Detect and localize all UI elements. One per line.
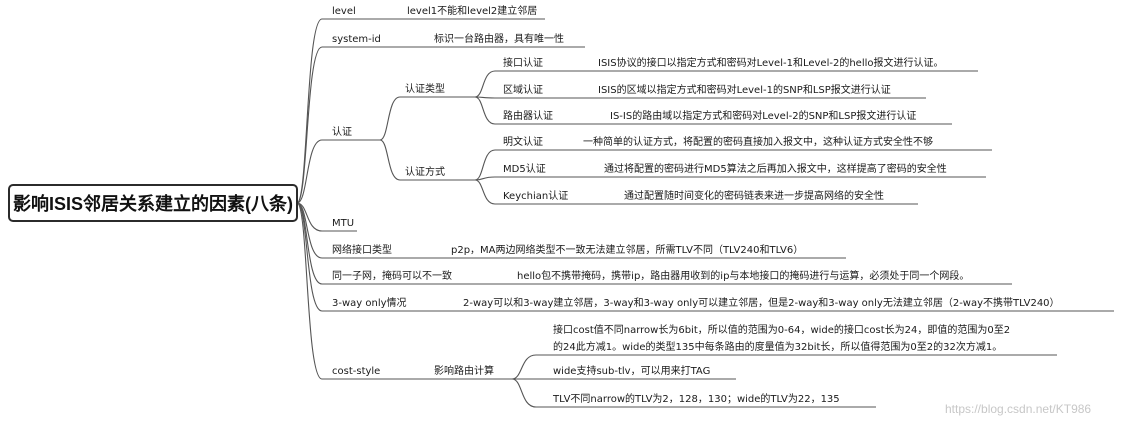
link-cost-note-2 bbox=[511, 378, 537, 408]
link-auth-group-0 bbox=[379, 96, 401, 141]
root-node-title: 影响ISIS邻居关系建立的因素(八条) bbox=[12, 194, 293, 214]
link-auth-group-1 bbox=[379, 139, 401, 181]
item-label-1-2[interactable]: Keychian认证 bbox=[503, 189, 568, 202]
cost-group-label[interactable]: 影响路由计算 bbox=[434, 364, 494, 377]
branch-desc-1[interactable]: 标识一台路由器，具有唯一性 bbox=[434, 32, 564, 45]
item-desc-1-1[interactable]: 通过将配置的密码进行MD5算法之后再加入报文中，这样提高了密码的安全性 bbox=[604, 162, 947, 175]
branch-desc-4[interactable]: p2p，MA两边网络类型不一致无法建立邻居，所需TLV不同（TLV240和TLV… bbox=[451, 243, 803, 256]
item-desc-0-0[interactable]: ISIS协议的接口以指定方式和密码对Level-1和Level-2的hello报… bbox=[598, 56, 944, 69]
branch-label-1[interactable]: system-id bbox=[332, 34, 381, 45]
watermark: https://blog.csdn.net/KT986 bbox=[945, 402, 1092, 416]
item-desc-1-0[interactable]: 一种简单的认证方式，将配置的密码直接加入报文中，这种认证方式安全性不够 bbox=[583, 135, 933, 148]
link-root-branch-2 bbox=[296, 139, 323, 204]
item-label-0-2[interactable]: 路由器认证 bbox=[503, 109, 553, 122]
cost-note-0-line-0[interactable]: 接口cost值不同narrow长为6bit，所以值的范围为0-64，wide的接… bbox=[553, 323, 1010, 336]
branch-desc-5[interactable]: hello包不携带掩码，携带ip，路由器用收到的ip与本地接口的掩码进行与运算，… bbox=[517, 269, 969, 282]
branch-label-6[interactable]: 3-way only情况 bbox=[332, 296, 407, 309]
branch-label-4[interactable]: 网络接口类型 bbox=[332, 243, 392, 256]
group-label-1[interactable]: 认证方式 bbox=[405, 165, 445, 178]
link-cost-note-0 bbox=[511, 354, 537, 380]
link-root-branch-6 bbox=[296, 202, 323, 312]
link-root-branch-7 bbox=[296, 202, 323, 380]
item-desc-1-2[interactable]: 通过配置随时间变化的密码链表来进一步提高网络的安全性 bbox=[624, 189, 884, 202]
cost-note-1-line-0[interactable]: wide支持sub-tlv，可以用来打TAG bbox=[553, 364, 710, 377]
item-label-1-1[interactable]: MD5认证 bbox=[503, 162, 546, 175]
cost-note-0-line-1[interactable]: 的24此方减1。wide的类型135中每条路由的度量值为32bit长，所以值得范… bbox=[553, 340, 1002, 353]
branch-label-3[interactable]: MTU bbox=[332, 218, 354, 229]
link-item-1-2 bbox=[474, 179, 496, 205]
item-label-0-1[interactable]: 区域认证 bbox=[503, 83, 543, 96]
cost-note-2-line-0[interactable]: TLV不同narrow的TLV为2，128，130；wide的TLV为22，13… bbox=[552, 392, 840, 405]
group-label-0[interactable]: 认证类型 bbox=[405, 82, 445, 95]
item-desc-0-2[interactable]: IS-IS的路由域以指定方式和密码对Level-2的SNP和LSP报文进行认证 bbox=[610, 109, 916, 122]
root-node[interactable]: 影响ISIS邻居关系建立的因素(八条) bbox=[8, 184, 298, 222]
item-desc-0-1[interactable]: ISIS的区域以指定方式和密码对Level-1的SNP和LSP报文进行认证 bbox=[598, 83, 891, 96]
branch-desc-6[interactable]: 2-way可以和3-way建立邻居，3-way和3-way only可以建立邻居… bbox=[463, 296, 1060, 309]
link-root-branch-0 bbox=[296, 18, 323, 204]
link-item-0-2 bbox=[474, 96, 496, 125]
item-label-1-0[interactable]: 明文认证 bbox=[503, 135, 543, 148]
link-root-branch-1 bbox=[296, 46, 323, 204]
link-item-0-0 bbox=[474, 70, 496, 98]
branch-label-2[interactable]: 认证 bbox=[332, 125, 352, 138]
link-item-1-0 bbox=[474, 149, 496, 181]
branch-label-0[interactable]: level bbox=[332, 6, 356, 17]
item-label-0-0[interactable]: 接口认证 bbox=[503, 56, 543, 69]
branch-desc-0[interactable]: level1不能和level2建立邻居 bbox=[407, 4, 537, 17]
branch-label-5[interactable]: 同一子网，掩码可以不一致 bbox=[332, 269, 452, 282]
branch-label-7[interactable]: cost-style bbox=[332, 366, 380, 377]
